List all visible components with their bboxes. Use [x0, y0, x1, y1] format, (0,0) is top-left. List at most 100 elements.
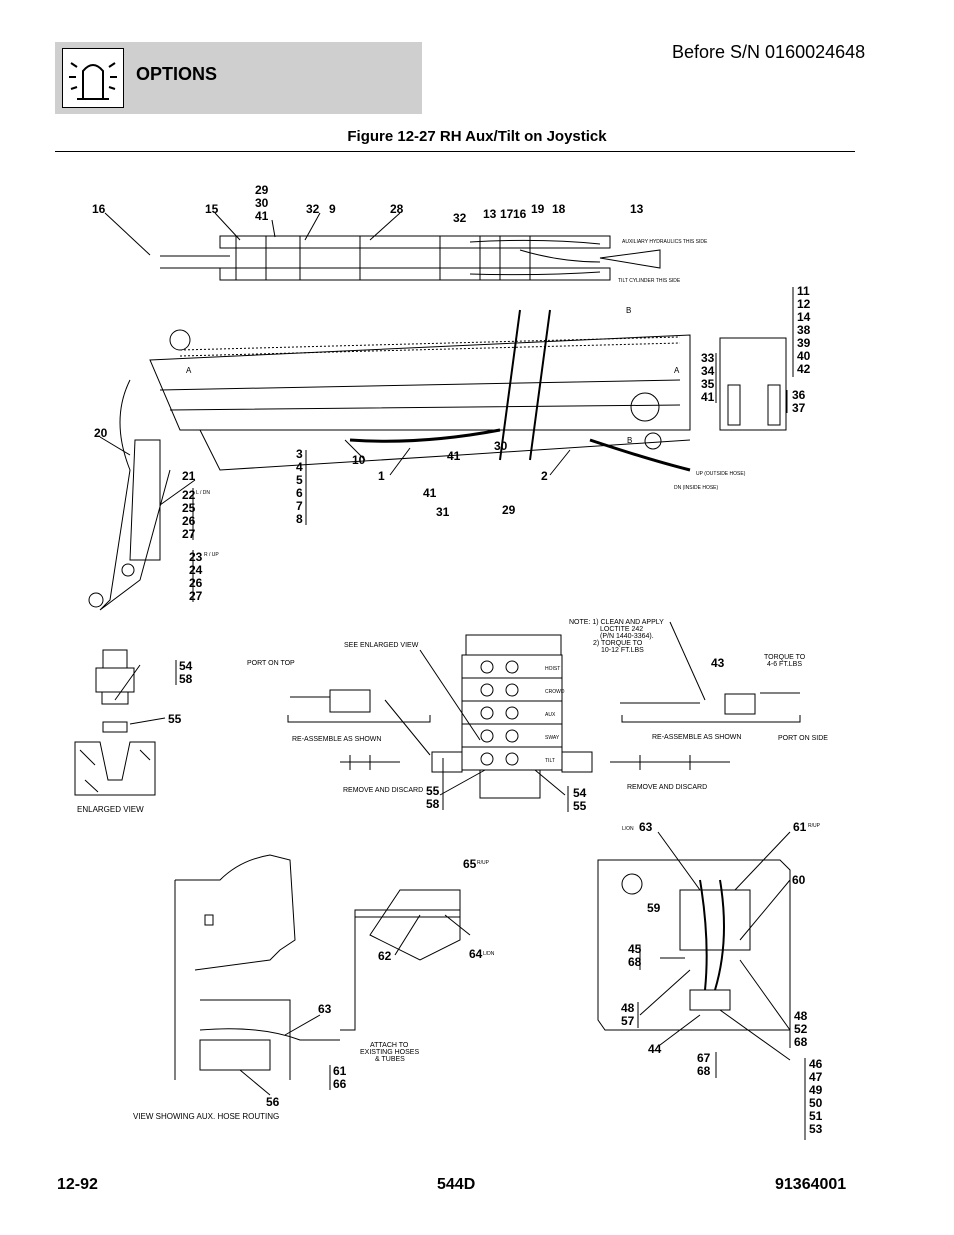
callout-46: 46 — [809, 1057, 823, 1071]
callout-52: 52 — [794, 1022, 808, 1036]
callout-63: 63 — [318, 1002, 332, 1016]
boom-assembly — [88, 309, 691, 611]
callout-56: 56 — [266, 1095, 280, 1109]
callout-18: 18 — [552, 202, 566, 216]
callout-9: 9 — [329, 202, 336, 216]
page-number: 12-92 — [57, 1176, 98, 1193]
model-number: 544D — [437, 1176, 476, 1193]
ru-tag: R / UP — [204, 552, 219, 558]
callout-44: 44 — [648, 1042, 662, 1056]
callout-34: 34 — [701, 364, 715, 378]
beacon-light-icon — [62, 48, 124, 108]
right-callout-group-1: 11 12 14 38 39 40 42 — [797, 284, 811, 376]
callout-59: 59 — [647, 901, 661, 915]
mid-callout-stack: 3 4 5 6 7 8 — [296, 447, 303, 526]
remove-discard-left-label: REMOVE AND DISCARD — [343, 787, 423, 794]
section-mark-a-right: A — [674, 366, 680, 375]
control-valve — [287, 634, 801, 799]
section-mark-a-left: A — [186, 366, 192, 375]
callout-16: 16 — [92, 202, 106, 216]
callout-45: 45 — [628, 942, 642, 956]
callout-68b: 68 — [697, 1064, 711, 1078]
callout-19: 19 — [531, 202, 545, 216]
l-dn-label: L/DN — [483, 951, 495, 957]
callout-35: 35 — [701, 377, 715, 391]
note-line-4: 2) TORQUE TO — [593, 640, 643, 647]
section-sway: SWAY — [545, 735, 560, 741]
section-title: OPTIONS — [136, 64, 218, 84]
callout-8: 8 — [296, 512, 303, 526]
aux-hydraulics-label: AUXILIARY HYDRAULICS THIS SIDE — [622, 239, 708, 245]
callout-brackets — [175, 287, 806, 1140]
port-on-side-label: PORT ON SIDE — [778, 735, 828, 742]
callout-12: 12 — [797, 297, 811, 311]
callout-4: 4 — [296, 460, 303, 474]
valve-section-labels: HOIST CROWD AUX SWAY TILT — [545, 666, 565, 764]
callout-43: 43 — [711, 656, 725, 670]
callout-1: 1 — [378, 469, 385, 483]
hose-assembly-top — [160, 235, 661, 281]
callout-48: 48 — [621, 1001, 635, 1015]
callout-6: 6 — [296, 486, 303, 500]
tilt-cylinder-label: TILT CYLINDER THIS SIDE — [618, 278, 681, 284]
serial-range: Before S/N 0160024648 — [672, 42, 866, 62]
callout-40: 40 — [797, 349, 811, 363]
r-up-detail-label: R/UP — [808, 823, 821, 829]
callout-41: 41 — [255, 209, 269, 223]
torque-label-1: TORQUE TO — [764, 654, 806, 661]
enlarged-fitting-view — [74, 649, 156, 796]
callout-16b: 16 — [513, 207, 527, 221]
callout-10: 10 — [352, 453, 366, 467]
callout-65: 65 — [463, 857, 477, 871]
callout-22: 22 — [182, 488, 196, 502]
document-number: 91364001 — [775, 1176, 847, 1193]
port-on-top-label: PORT ON TOP — [247, 660, 295, 667]
callout-37: 37 — [792, 401, 806, 415]
header-divider — [55, 151, 855, 152]
callout-7: 7 — [296, 499, 303, 513]
torque-label-2: 4-6 FT.LBS — [767, 661, 802, 668]
enlarged-view-caption: ENLARGED VIEW — [77, 805, 144, 814]
callout-42: 42 — [797, 362, 811, 376]
callout-20: 20 — [94, 426, 108, 440]
leader-lines — [99, 212, 791, 1096]
routing-view-caption: VIEW SHOWING AUX. HOSE ROUTING — [133, 1112, 279, 1121]
callout-13b: 13 — [630, 202, 644, 216]
callout-25: 25 — [182, 501, 196, 515]
callout-29: 29 — [255, 183, 269, 197]
callout-21: 21 — [182, 469, 196, 483]
callout-49: 49 — [809, 1083, 823, 1097]
callout-55: 55 — [168, 712, 182, 726]
callout-54-valve: 54 — [573, 786, 587, 800]
up-hose-label: UP (OUTSIDE HOSE) — [696, 471, 746, 477]
section-view-a — [719, 337, 787, 431]
callout-53: 53 — [809, 1122, 823, 1136]
detail-callout-list: 46 47 49 50 51 53 — [809, 1057, 823, 1136]
callout-27: 27 — [182, 527, 196, 541]
note-line-1: NOTE: 1) CLEAN AND APPLY — [569, 619, 664, 626]
section-hoist: HOIST — [545, 666, 560, 672]
callout-62: 62 — [378, 949, 392, 963]
ln-tag: L / DN — [196, 490, 210, 496]
callout-5: 5 — [296, 473, 303, 487]
callout-17: 17 — [500, 207, 514, 221]
callout-30b: 30 — [494, 439, 508, 453]
section-tilt: TILT — [545, 758, 555, 764]
callout-32: 32 — [306, 202, 320, 216]
dn-hose-label: DN (INSIDE HOSE) — [674, 485, 719, 491]
right-callout-group-2: 33 34 35 41 — [701, 351, 715, 404]
callout-11: 11 — [797, 284, 810, 298]
loctite-note: NOTE: 1) CLEAN AND APPLY LOCTITE 242 (P/… — [569, 619, 664, 654]
callout-31: 31 — [436, 505, 450, 519]
note-line-2: LOCTITE 242 — [600, 626, 643, 633]
callout-64: 64 — [469, 947, 483, 961]
callout-55-valve: 55 — [426, 784, 440, 798]
remove-discard-right-label: REMOVE AND DISCARD — [627, 784, 707, 791]
callout-66: 66 — [333, 1077, 347, 1091]
ln-callout-group: 22 25 26 27 L / DN — [182, 488, 210, 541]
right-callout-group-3: 36 37 — [792, 388, 806, 415]
callout-41a: 41 — [447, 449, 461, 463]
callout-33: 33 — [701, 351, 715, 365]
attach-label-2: EXISTING HOSES — [360, 1049, 419, 1056]
